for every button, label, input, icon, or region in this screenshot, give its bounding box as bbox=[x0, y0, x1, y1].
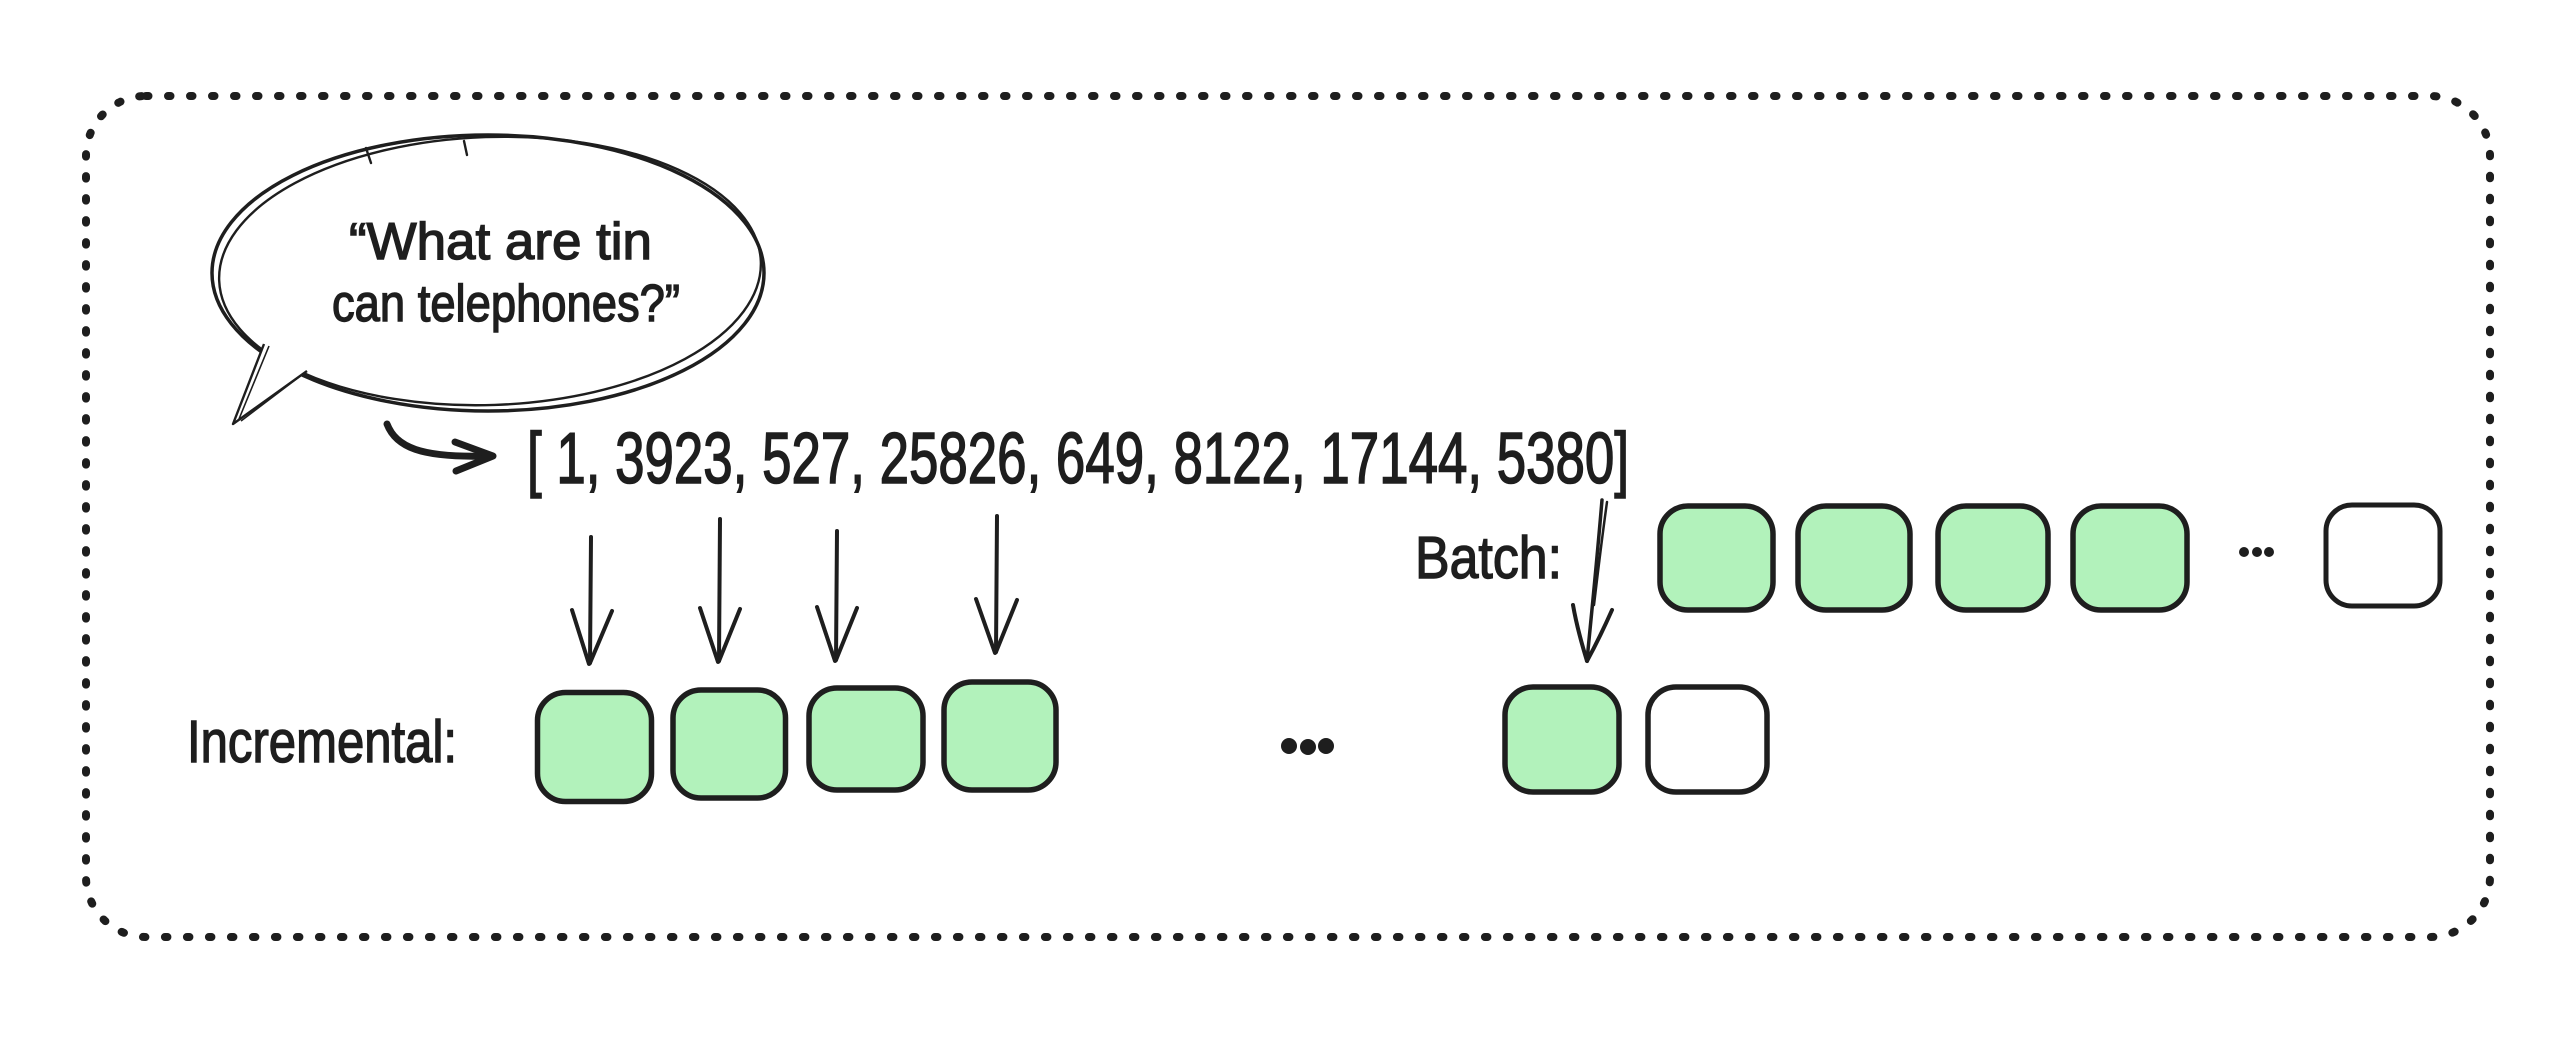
svg-text:[ 1, 3923, 527, 25826, 649, 81: [ 1, 3923, 527, 25826, 649, 8122, 17144,… bbox=[527, 419, 1629, 499]
svg-text:can telephones?”: can telephones?” bbox=[332, 275, 680, 333]
svg-text:Incremental:: Incremental: bbox=[187, 709, 457, 775]
svg-text:“What are tin: “What are tin bbox=[349, 213, 652, 271]
svg-text:Batch:: Batch: bbox=[1415, 525, 1562, 591]
